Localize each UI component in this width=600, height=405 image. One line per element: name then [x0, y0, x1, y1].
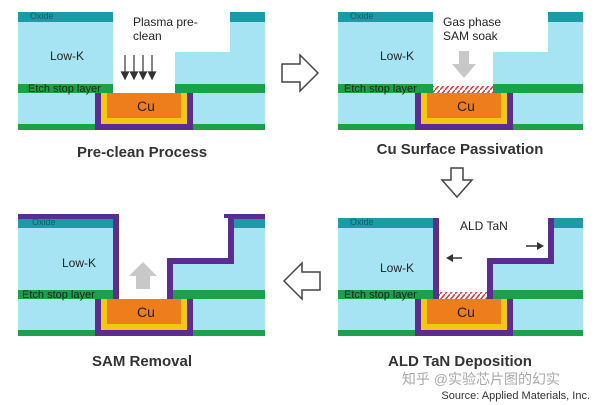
down-arrow-icon: [452, 51, 476, 78]
low-k-label: Low-K: [50, 49, 84, 63]
tan-wall-left: [113, 214, 119, 299]
cu-label: Cu: [137, 98, 155, 114]
sam-layer: [433, 86, 493, 93]
sam-soak-label-line2: SAM soak: [443, 29, 499, 43]
caption-passivation: Cu Surface Passivation: [376, 141, 544, 158]
panel-removal: Oxide Low-K Etch stop layer Cu: [18, 214, 265, 336]
etch-stop-label: Etch stop layer: [22, 289, 95, 301]
oxide-label: Oxide: [30, 11, 54, 21]
gas-phase-label-line1: Gas phase: [443, 15, 501, 29]
caption-preclean: Pre-clean Process: [76, 144, 208, 161]
panel-ald: Oxide Low-K Etch stop layer Cu ALD TaN: [338, 217, 583, 336]
copper-plug: [107, 299, 181, 324]
ald-tan-label: ALD TaN: [460, 219, 508, 233]
oxide-label: Oxide: [32, 217, 56, 227]
tan-top-right: [224, 214, 265, 219]
plasma-preclean-label-line2: clean: [133, 29, 162, 43]
etch-stop-label: Etch stop layer: [28, 83, 101, 95]
right-arrow-icon: [526, 242, 544, 250]
cu-label: Cu: [457, 304, 475, 320]
left-arrow-icon: [446, 254, 462, 262]
etch-stop-label: Etch stop layer: [344, 289, 417, 301]
tan-liner-left-wall: [433, 218, 439, 299]
flow-arrow-right-icon: [281, 53, 320, 93]
copper-plug: [427, 93, 501, 118]
flow-arrow-left-icon: [282, 261, 321, 301]
caption-ald: ALD TaN Deposition: [388, 353, 532, 370]
trench-opening: [439, 218, 548, 299]
plasma-arrows-icon: [120, 55, 157, 81]
oxide-label: Oxide: [350, 11, 374, 21]
plasma-preclean-label-line1: Plasma pre-: [133, 15, 198, 29]
tan-liner-right: [487, 218, 554, 299]
oxide-label: Oxide: [350, 217, 374, 227]
watermark: 知乎 @实验芯片图的幻实: [401, 371, 560, 387]
up-arrow-icon: [129, 262, 157, 289]
low-k-label: Low-K: [62, 256, 96, 270]
caption-removal: SAM Removal: [91, 353, 193, 370]
cu-label: Cu: [457, 98, 475, 114]
etch-stop-label: Etch stop layer: [344, 83, 417, 95]
source-credit: Source: Applied Materials, Inc.: [441, 390, 590, 402]
low-k-label: Low-K: [380, 49, 414, 63]
copper-plug: [427, 299, 501, 324]
cu-label: Cu: [137, 304, 155, 320]
tan-top-left: [18, 214, 119, 219]
copper-plug: [107, 93, 181, 118]
low-k-label: Low-K: [380, 261, 414, 275]
sam-layer: [439, 292, 487, 299]
panel-passivation: Oxide Low-K Etch stop layer Cu Gas phase…: [338, 11, 583, 130]
panel-preclean: Oxide Low-K Etch stop layer Cu Plasma pr…: [18, 11, 265, 130]
flow-arrow-down-icon: [440, 167, 474, 199]
